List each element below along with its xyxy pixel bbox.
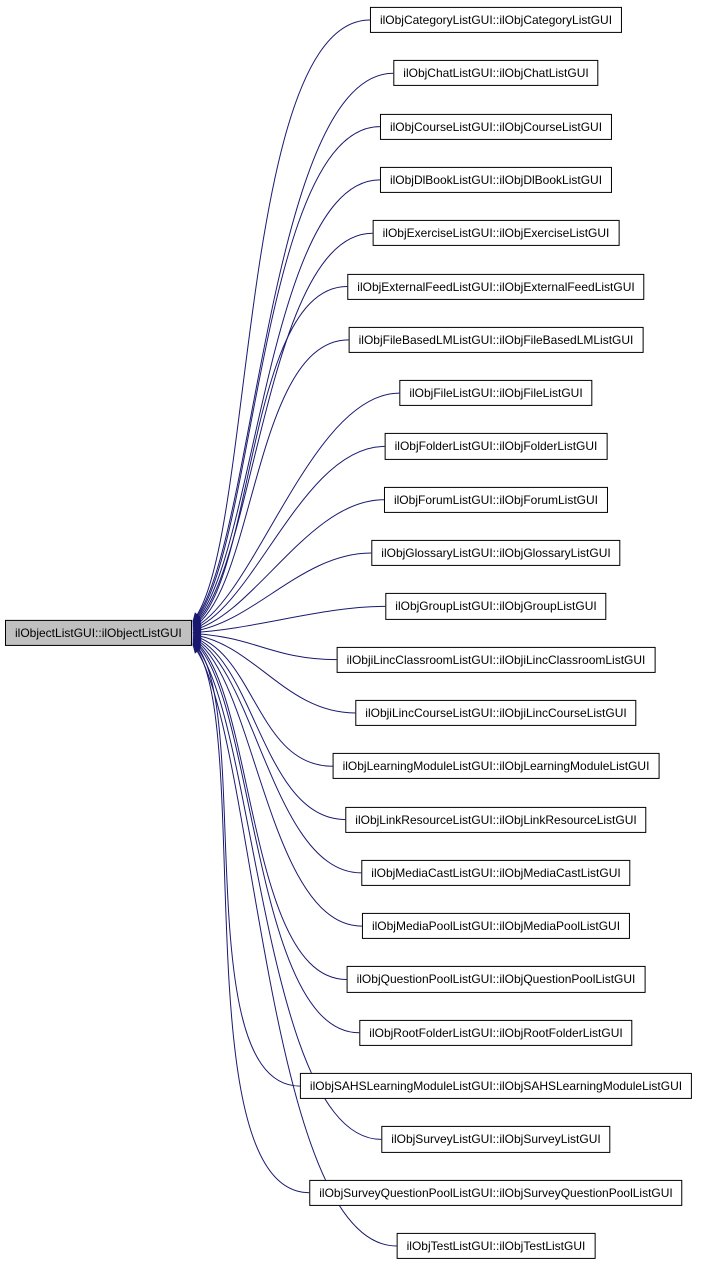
derived-class-node[interactable]: ilObjiLincClassroomListGUI::ilObjiLincCl… bbox=[336, 646, 656, 673]
inheritance-edge bbox=[192, 644, 397, 1247]
derived-class-node[interactable]: ilObjCategoryListGUI::ilObjCategoryListG… bbox=[369, 6, 623, 34]
derived-class-node[interactable]: ilObjiLincCourseListGUI::ilObjiLincCours… bbox=[355, 699, 637, 727]
inheritance-edge bbox=[192, 639, 347, 980]
inheritance-edge bbox=[192, 640, 360, 1034]
derived-class-node[interactable]: ilObjChatListGUI::ilObjChatListGUI bbox=[393, 60, 599, 87]
inheritance-edge bbox=[192, 605, 386, 637]
derived-class-node[interactable]: ilObjExternalFeedListGUI::ilObjExternalF… bbox=[347, 273, 645, 300]
derived-class-node[interactable]: ilObjSAHSLearningModuleListGUI::ilObjSAH… bbox=[299, 1072, 693, 1100]
inheritance-edge bbox=[192, 392, 400, 629]
inheritance-edge bbox=[192, 339, 349, 628]
inheritance-edge bbox=[192, 638, 362, 927]
inheritance-edge bbox=[192, 633, 333, 767]
inheritance-edge bbox=[192, 643, 310, 1194]
inheritance-edge bbox=[192, 642, 382, 1140]
derived-class-node[interactable]: ilObjFolderListGUI::ilObjFolderListGUI bbox=[384, 433, 608, 460]
inheritance-edge bbox=[192, 629, 337, 661]
inheritance-edge bbox=[192, 635, 346, 821]
inheritance-edge bbox=[192, 72, 394, 623]
inheritance-edge bbox=[192, 179, 380, 625]
derived-class-node[interactable]: ilObjGlossaryListGUI::ilObjGlossaryListG… bbox=[371, 539, 621, 567]
inheritance-edge bbox=[192, 19, 370, 622]
inheritance-edge bbox=[192, 641, 300, 1087]
derived-class-node[interactable]: ilObjForumListGUI::ilObjForumListGUI bbox=[383, 486, 609, 513]
derived-class-node[interactable]: ilObjLearningModuleListGUI::ilObjLearnin… bbox=[332, 753, 660, 780]
derived-class-node[interactable]: ilObjFileBasedLMListGUI::ilObjFileBasedL… bbox=[348, 326, 644, 353]
inheritance-edge bbox=[192, 232, 373, 626]
derived-class-node[interactable]: ilObjSurveyQuestionPoolListGUI::ilObjSur… bbox=[309, 1179, 683, 1206]
inheritance-edge bbox=[192, 445, 385, 631]
derived-class-node[interactable]: ilObjFileListGUI::ilObjFileListGUI bbox=[399, 380, 593, 407]
base-class-node[interactable]: ilObjectListGUI::ilObjectListGUI bbox=[5, 619, 192, 647]
inheritance-edge bbox=[192, 631, 356, 714]
derived-class-node[interactable]: ilObjLinkResourceListGUI::ilObjLinkResou… bbox=[345, 806, 647, 833]
derived-class-node[interactable]: ilObjSurveyListGUI::ilObjSurveyListGUI bbox=[381, 1126, 611, 1153]
inheritance-edge bbox=[192, 637, 362, 874]
derived-class-node[interactable]: ilObjMediaCastListGUI::ilObjMediaCastLis… bbox=[361, 859, 631, 886]
inheritance-edge bbox=[192, 126, 380, 624]
derived-class-node[interactable]: ilObjGroupListGUI::ilObjGroupListGUI bbox=[385, 593, 607, 620]
inheritance-edge bbox=[192, 286, 348, 627]
derived-class-node[interactable]: ilObjExerciseListGUI::ilObjExerciseListG… bbox=[372, 220, 620, 247]
derived-class-node[interactable]: ilObjCourseListGUI::ilObjCourseListGUI bbox=[379, 113, 613, 140]
inheritance-edge bbox=[192, 499, 384, 633]
derived-class-node[interactable]: ilObjMediaPoolListGUI::ilObjMediaPoolLis… bbox=[361, 913, 631, 940]
derived-class-node[interactable]: ilObjQuestionPoolListGUI::ilObjQuestionP… bbox=[346, 966, 646, 993]
derived-class-node[interactable]: ilObjDlBookListGUI::ilObjDlBookListGUI bbox=[379, 166, 613, 193]
derived-class-node[interactable]: ilObjRootFolderListGUI::ilObjRootFolderL… bbox=[359, 1019, 633, 1046]
derived-class-node[interactable]: ilObjTestListGUI::ilObjTestListGUI bbox=[396, 1232, 596, 1260]
inheritance-edge bbox=[192, 552, 372, 635]
